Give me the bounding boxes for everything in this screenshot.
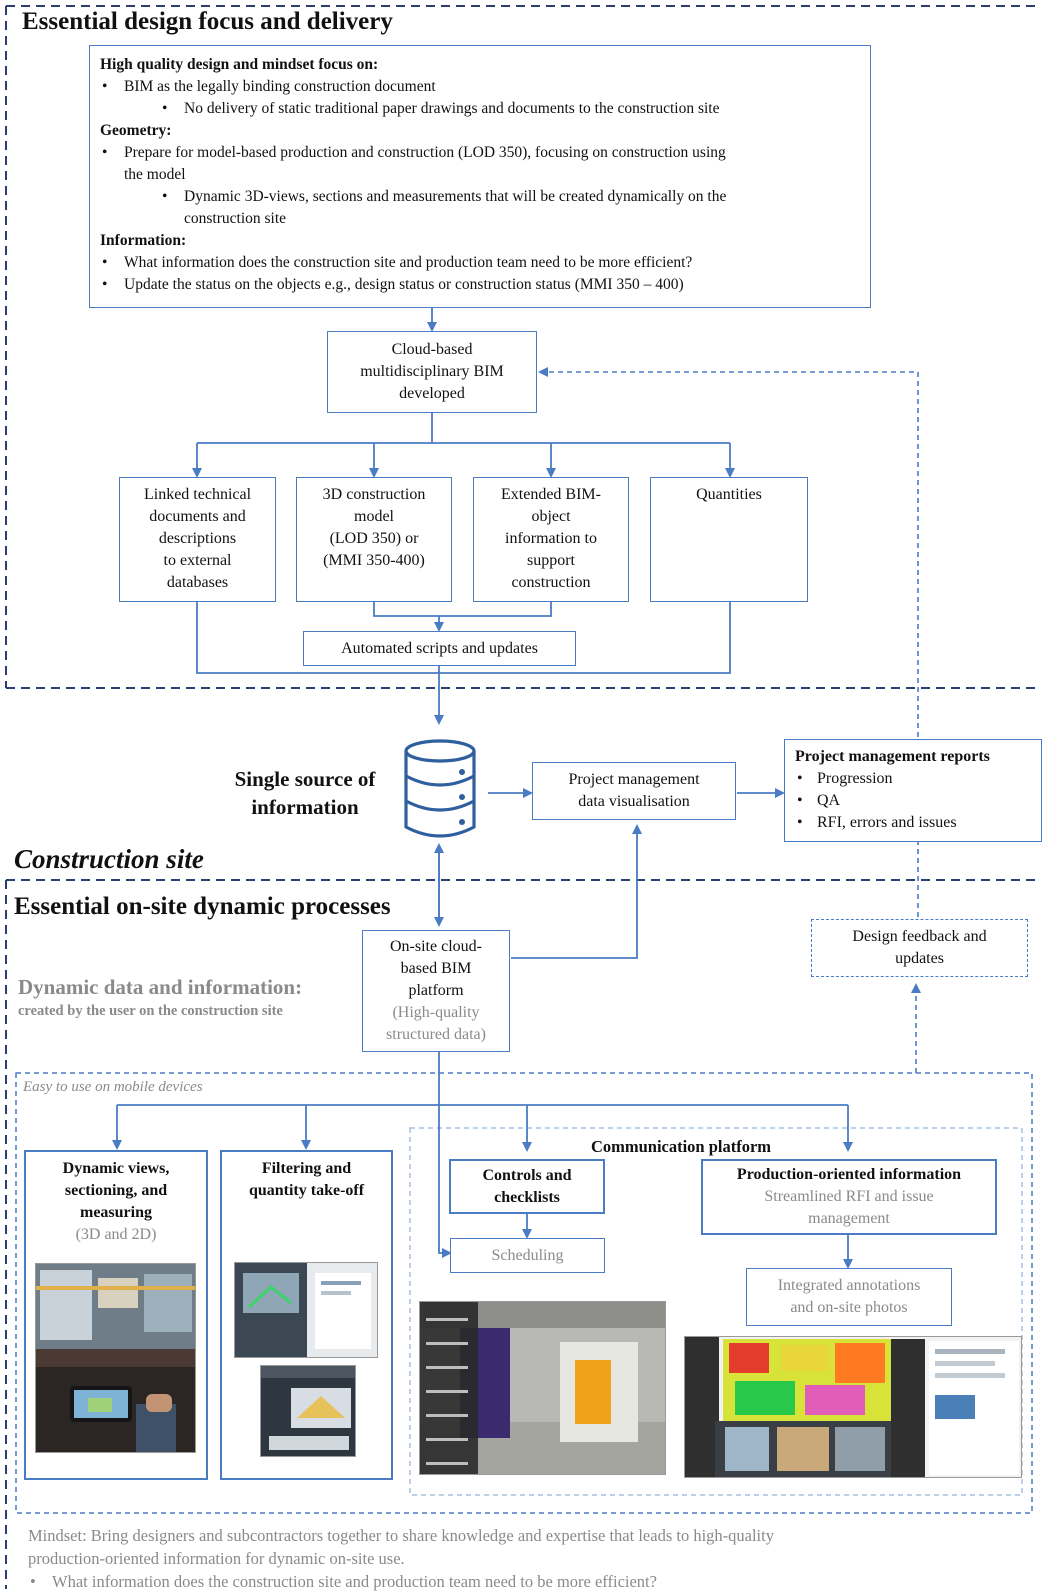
top-section-title: Essential design focus and delivery	[22, 8, 393, 35]
construction-model-line-4: (MMI 350-400)	[323, 552, 425, 569]
onsite-platform-line-2: based BIM	[400, 960, 472, 977]
extended-bim-node: Extended BIM- object information to supp…	[473, 477, 629, 602]
dynamic-data-title: Dynamic data and information:	[18, 975, 303, 999]
extended-bim-line-1: Extended BIM-	[501, 486, 601, 503]
linked-docs-line-2: documents and	[149, 508, 246, 525]
single-source-label: Single source of information	[220, 765, 390, 821]
geometry-bullet: Prepare for model-based production and c…	[100, 142, 860, 186]
annotations-line-2: and on-site photos	[790, 1299, 908, 1316]
linked-docs-node: Linked technical documents and descripti…	[119, 477, 276, 602]
onsite-platform-grey-line-1: (High-quality	[392, 1004, 480, 1021]
mobile-devices-frame	[15, 1072, 1033, 1514]
design-focus-box: High quality design and mindset focus on…	[89, 45, 871, 308]
construction-model-line-1: 3D construction	[322, 486, 426, 503]
single-source-line-2: information	[251, 795, 359, 819]
quantities-node: Quantities	[650, 477, 808, 602]
info-bullet-2: Update the status on the objects e.g., d…	[100, 274, 860, 296]
communication-platform-frame	[409, 1127, 1023, 1496]
checklist-3d-screenshot	[419, 1301, 666, 1475]
extended-bim-line-4: support	[527, 552, 575, 569]
scheduling-node: Scheduling	[450, 1238, 605, 1273]
cloud-bim-line-3: developed	[399, 385, 465, 402]
pm-visualisation-line-2: data visualisation	[578, 793, 690, 810]
pm-reports-title: Project management reports	[795, 748, 990, 765]
controls-line-1: Controls and	[482, 1166, 572, 1184]
controls-line-2: checklists	[494, 1188, 560, 1206]
quantities-label: Quantities	[696, 486, 762, 503]
annotations-line-1: Integrated annotations	[777, 1277, 921, 1294]
communication-platform-label: Communication platform	[590, 1137, 772, 1156]
design-feedback-line-2: updates	[895, 950, 944, 967]
linked-docs-line-1: Linked technical	[143, 486, 252, 503]
pm-report-item: RFI, errors and issues	[795, 812, 957, 834]
production-grey-line-1: Streamlined RFI and issue	[764, 1188, 934, 1205]
single-source-line-1: Single source of	[234, 767, 376, 791]
geometry-sub-line-1: Dynamic 3D-views, sections and measureme…	[184, 188, 727, 205]
cloud-bim-line-1: Cloud-based	[391, 341, 473, 358]
onsite-platform-line-3: platform	[408, 982, 464, 999]
database-icon	[404, 739, 476, 838]
bim-bullet: BIM as the legally binding construction …	[100, 76, 860, 98]
design-feedback-node: Design feedback and updates	[811, 919, 1028, 977]
pm-visualisation-line-1: Project management	[568, 771, 700, 788]
production-node: Production-oriented information Streamli…	[701, 1159, 997, 1235]
dynamic-views-line-1: Dynamic views,	[62, 1160, 170, 1177]
mobile-devices-label: Easy to use on mobile devices	[23, 1079, 203, 1095]
cloud-bim-node: Cloud-based multidisciplinary BIM develo…	[327, 331, 537, 413]
extended-bim-line-2: object	[531, 508, 571, 525]
bim-sub-bullet: No delivery of static traditional paper …	[100, 98, 860, 120]
dynamic-views-grey: (3D and 2D)	[75, 1226, 157, 1243]
site-tablet-photo	[35, 1263, 196, 1453]
mindset-line-2: production-oriented information for dyna…	[28, 1549, 405, 1568]
geometry-sub-line-2: construction site	[184, 210, 287, 227]
construction-model-line-2: model	[354, 508, 394, 525]
extended-bim-line-3: information to	[505, 530, 597, 547]
floorplan-issues-screenshot	[684, 1336, 1022, 1478]
automated-scripts-node: Automated scripts and updates	[303, 631, 576, 666]
automated-scripts-label: Automated scripts and updates	[341, 639, 538, 657]
scheduling-label: Scheduling	[491, 1246, 564, 1264]
construction-model-node: 3D construction model (LOD 350) or (MMI …	[296, 477, 452, 602]
cloud-bim-line-2: multidisciplinary BIM	[360, 363, 504, 380]
onsite-platform-grey-line-2: structured data)	[386, 1026, 486, 1043]
onsite-platform-node: On-site cloud- based BIM platform (High-…	[362, 930, 510, 1052]
quality-heading: High quality design and mindset focus on…	[100, 56, 379, 73]
bottom-section-frame	[5, 879, 1040, 1589]
geometry-sub-bullet: Dynamic 3D-views, sections and measureme…	[100, 186, 860, 230]
onsite-platform-line-1: On-site cloud-	[390, 938, 482, 955]
filtering-line-1: Filtering and	[261, 1160, 352, 1177]
design-feedback-line-1: Design feedback and	[852, 928, 987, 945]
pm-report-item: Progression	[795, 768, 893, 790]
linked-docs-line-3: descriptions	[158, 530, 237, 547]
info-bullet-1: What information does the construction s…	[100, 252, 860, 274]
controls-node: Controls and checklists	[449, 1159, 605, 1214]
mindset-text: Mindset: Bring designers and subcontract…	[28, 1524, 1028, 1593]
annotations-node: Integrated annotations and on-site photo…	[746, 1268, 952, 1326]
production-title: Production-oriented information	[736, 1166, 962, 1183]
geometry-heading: Geometry:	[100, 122, 172, 139]
linked-docs-line-5: databases	[166, 574, 229, 591]
bottom-section-title: Essential on-site dynamic processes	[14, 893, 391, 920]
geometry-bullet-line-1: Prepare for model-based production and c…	[124, 144, 726, 161]
geometry-bullet-line-2: the model	[124, 166, 186, 183]
linked-docs-line-4: to external	[163, 552, 232, 569]
pm-report-item: QA	[795, 790, 840, 812]
filtering-line-2: quantity take-off	[248, 1182, 365, 1199]
top-section-frame	[5, 5, 1040, 689]
information-heading: Information:	[100, 232, 187, 249]
dynamic-views-line-3: measuring	[80, 1204, 152, 1221]
construction-site-title: Construction site	[14, 844, 204, 874]
production-grey-line-2: management	[808, 1210, 890, 1227]
mindset-bullet: What information does the construction s…	[28, 1570, 1028, 1593]
construction-model-line-3: (LOD 350) or	[329, 530, 419, 547]
dynamic-data-subtitle: created by the user on the construction …	[18, 1003, 283, 1019]
filtering-screenshot-2	[260, 1365, 356, 1457]
filtering-screenshot-1	[234, 1262, 378, 1358]
pm-visualisation-node: Project management data visualisation	[532, 762, 736, 820]
extended-bim-line-5: construction	[511, 574, 591, 591]
mindset-line-1: Mindset: Bring designers and subcontract…	[28, 1526, 774, 1545]
dynamic-views-line-2: sectioning, and	[64, 1182, 168, 1199]
pm-reports-box: Project management reports Progression Q…	[784, 739, 1042, 842]
